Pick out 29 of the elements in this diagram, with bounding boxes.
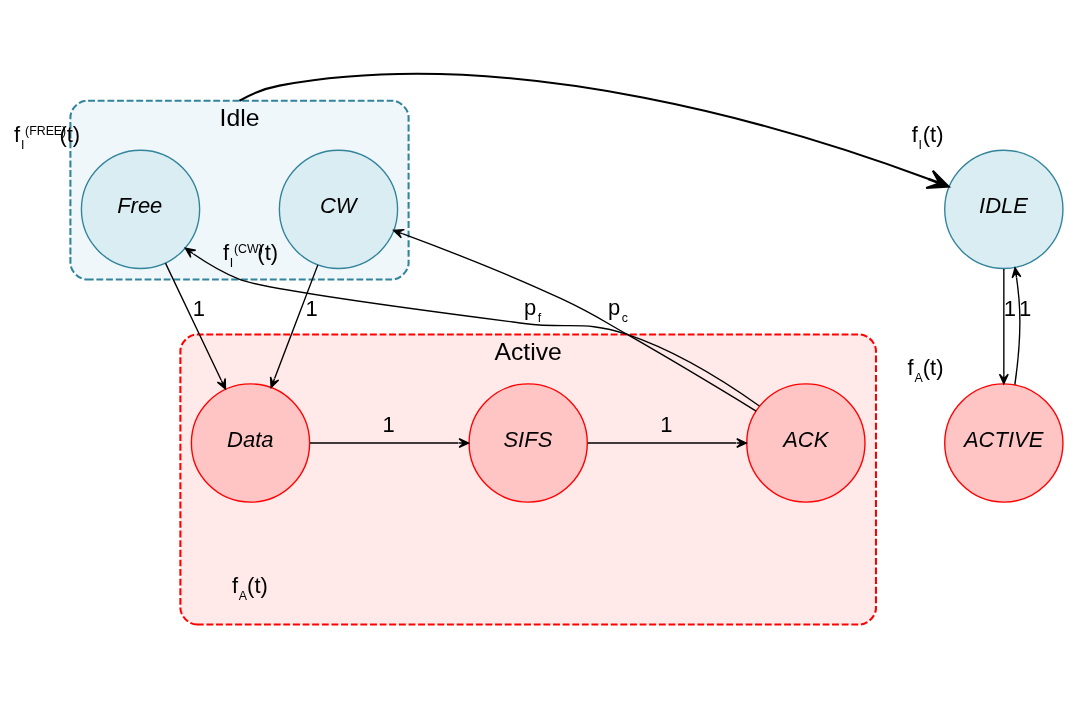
node-circle: Data <box>190 382 311 503</box>
node-label: f$_{A}$(t) <box>231 572 268 603</box>
arrow <box>309 437 470 448</box>
node-label: f$_{I}$$^{(FREE)}$(t) <box>14 121 81 152</box>
node-circle: Free <box>80 149 201 269</box>
edge-label: p$_{f}$ <box>524 294 542 325</box>
arrow <box>164 261 227 390</box>
edge-label: 1 <box>382 411 395 437</box>
edge-label: 1 <box>1018 295 1032 321</box>
arrow <box>269 263 319 388</box>
arrow <box>393 228 757 412</box>
edge-label: p$_{c}$ <box>607 294 628 325</box>
node-circle: ACTIVE <box>944 382 1064 503</box>
edge-label: 1 <box>192 295 205 321</box>
node-label: f$_{I}$$^{(CW)}$(t) <box>223 239 279 270</box>
node-circle: IDLE <box>944 149 1064 269</box>
arrow <box>587 437 748 448</box>
arrow <box>998 267 1009 384</box>
node-circle: CW <box>278 149 399 269</box>
edge-label: 1 <box>305 295 318 321</box>
node-label: f$_{A}$(t) <box>907 354 944 385</box>
node-circle: ACK <box>746 382 866 503</box>
arrow <box>184 247 761 407</box>
node-circle: SIFS <box>468 382 588 503</box>
edge-label: 1 <box>1003 295 1017 321</box>
arrow <box>239 72 950 189</box>
arrow <box>1011 266 1022 385</box>
node-label: f$_{I}$(t) <box>911 121 944 152</box>
edge-label: 1 <box>660 411 673 437</box>
